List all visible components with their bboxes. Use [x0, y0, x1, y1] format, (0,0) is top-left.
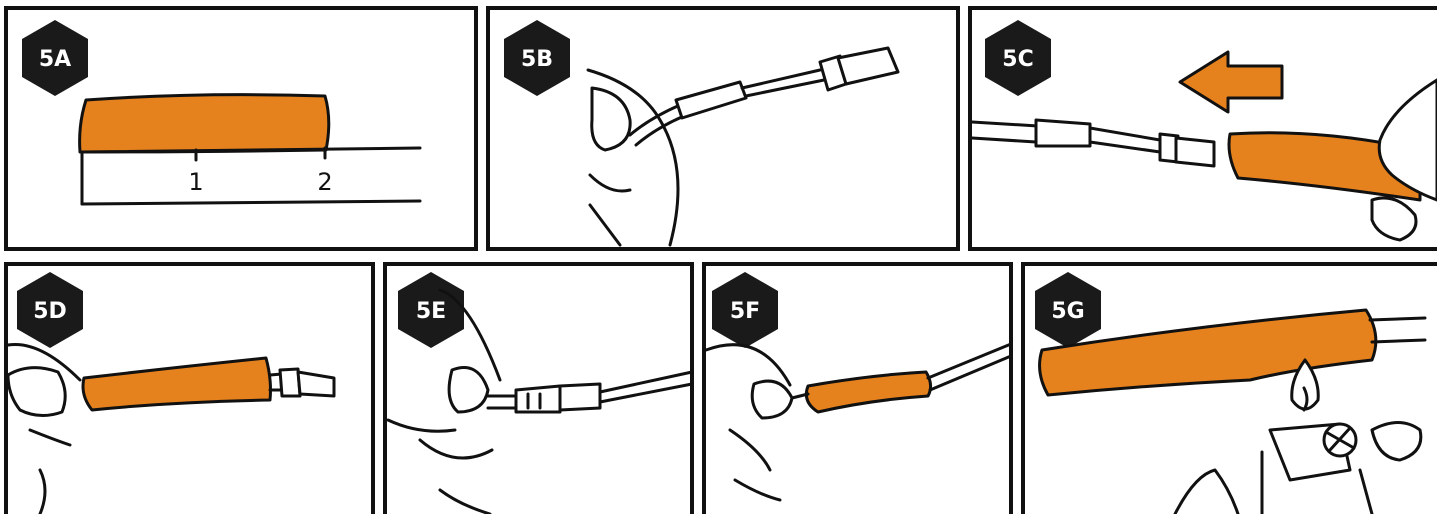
panel-5c: 5C [970, 8, 1437, 249]
panel-5e: 5E [385, 264, 692, 514]
ruler-mark-1: 1 [188, 168, 203, 196]
shrink-tube [80, 95, 329, 152]
panel-5c-label: 5C [1002, 47, 1033, 72]
panel-5g: 5G [1023, 264, 1437, 514]
panel-5a: 5A 1 2 [6, 8, 476, 249]
panel-5f: 5F [704, 264, 1011, 514]
ruler-mark-2: 2 [317, 168, 332, 196]
panel-5a-label: 5A [39, 47, 71, 72]
panel-5f-label: 5F [730, 299, 760, 324]
panel-5b: 5B [488, 8, 958, 249]
panel-5b-label: 5B [521, 47, 553, 72]
panel-5d-label: 5D [33, 299, 67, 324]
panel-5g-label: 5G [1051, 299, 1084, 324]
panel-5d: 5D [6, 264, 373, 514]
panel-5e-label: 5E [416, 299, 446, 324]
